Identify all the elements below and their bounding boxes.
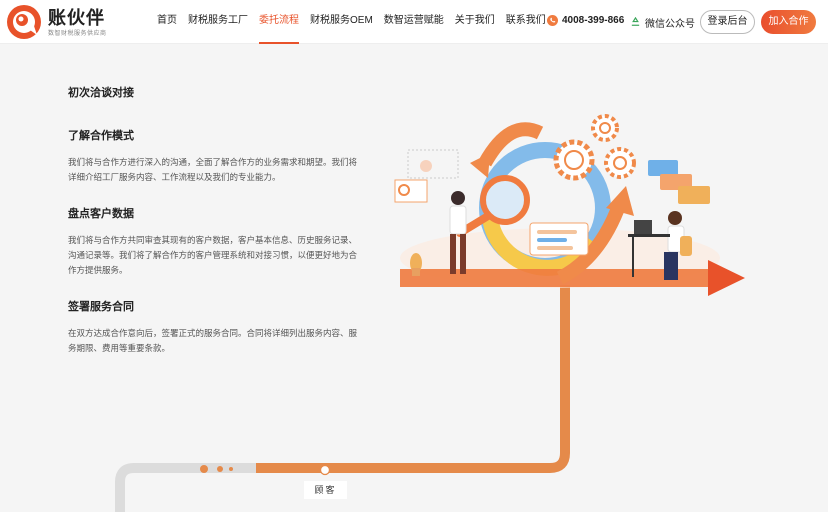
main-nav: 首页 财税服务工厂 委托流程 财税服务OEM 数智运营赋能 关于我们 联系我们: [157, 0, 557, 44]
nav-home[interactable]: 首页: [157, 15, 177, 26]
login-button[interactable]: 登录后台: [700, 10, 755, 34]
nav-contact[interactable]: 联系我们: [505, 15, 546, 26]
section-title: 签署服务合同: [68, 301, 134, 313]
nav-process[interactable]: 委托流程: [259, 0, 299, 44]
section-desc: 在双方达成合作意向后，签署正式的服务合同。合同将详细列出服务内容、服务期限、费用…: [68, 328, 358, 353]
section-desc: 我们将与合作方共同审查其现有的客户数据，客户基本信息、历史服务记录、沟通记录等。…: [68, 235, 358, 275]
gear-icon: [591, 114, 619, 142]
intro-title: 初次洽谈对接: [68, 87, 134, 99]
section-desc: 我们将与合作方进行深入的沟通，全面了解合作方的业务需求和期望。我们将详细介绍工厂…: [68, 157, 358, 182]
join-button[interactable]: 加入合作: [761, 10, 816, 34]
logo[interactable]: 账伙伴 数智财税服务供应商: [6, 4, 107, 40]
logo-title: 账伙伴: [48, 7, 105, 28]
collaboration-illustration: [394, 114, 745, 296]
phone-icon: [547, 15, 558, 26]
phone-number: 4008-399-866: [562, 15, 625, 26]
recycle-icon: [631, 17, 640, 26]
top-navbar: 账伙伴 数智财税服务供应商 首页 财税服务工厂 委托流程 财税服务OEM 数智运…: [0, 0, 828, 44]
section-title: 了解合作模式: [68, 130, 134, 142]
nav-oem[interactable]: 财税服务OEM: [310, 15, 373, 26]
gear-icon: [604, 147, 636, 179]
wechat-link[interactable]: 微信公众号: [630, 15, 695, 30]
road-label-customer: 顾客: [304, 481, 347, 499]
section-title: 盘点客户数据: [68, 208, 134, 220]
nav-about[interactable]: 关于我们: [454, 15, 495, 26]
gear-icon: [553, 139, 595, 181]
logo-subtitle: 数智财税服务供应商: [48, 30, 107, 37]
nav-service-factory[interactable]: 财税服务工厂: [188, 15, 248, 26]
logo-icon: [7, 5, 41, 39]
nav-operations[interactable]: 数智运营赋能: [383, 15, 444, 26]
process-content: 初次洽谈对接 了解合作模式 我们将与合作方进行深入的沟通，全面了解合作方的业务需…: [68, 84, 358, 376]
phone-contact[interactable]: 4008-399-866: [547, 15, 624, 26]
wechat-label: 微信公众号: [645, 19, 695, 30]
